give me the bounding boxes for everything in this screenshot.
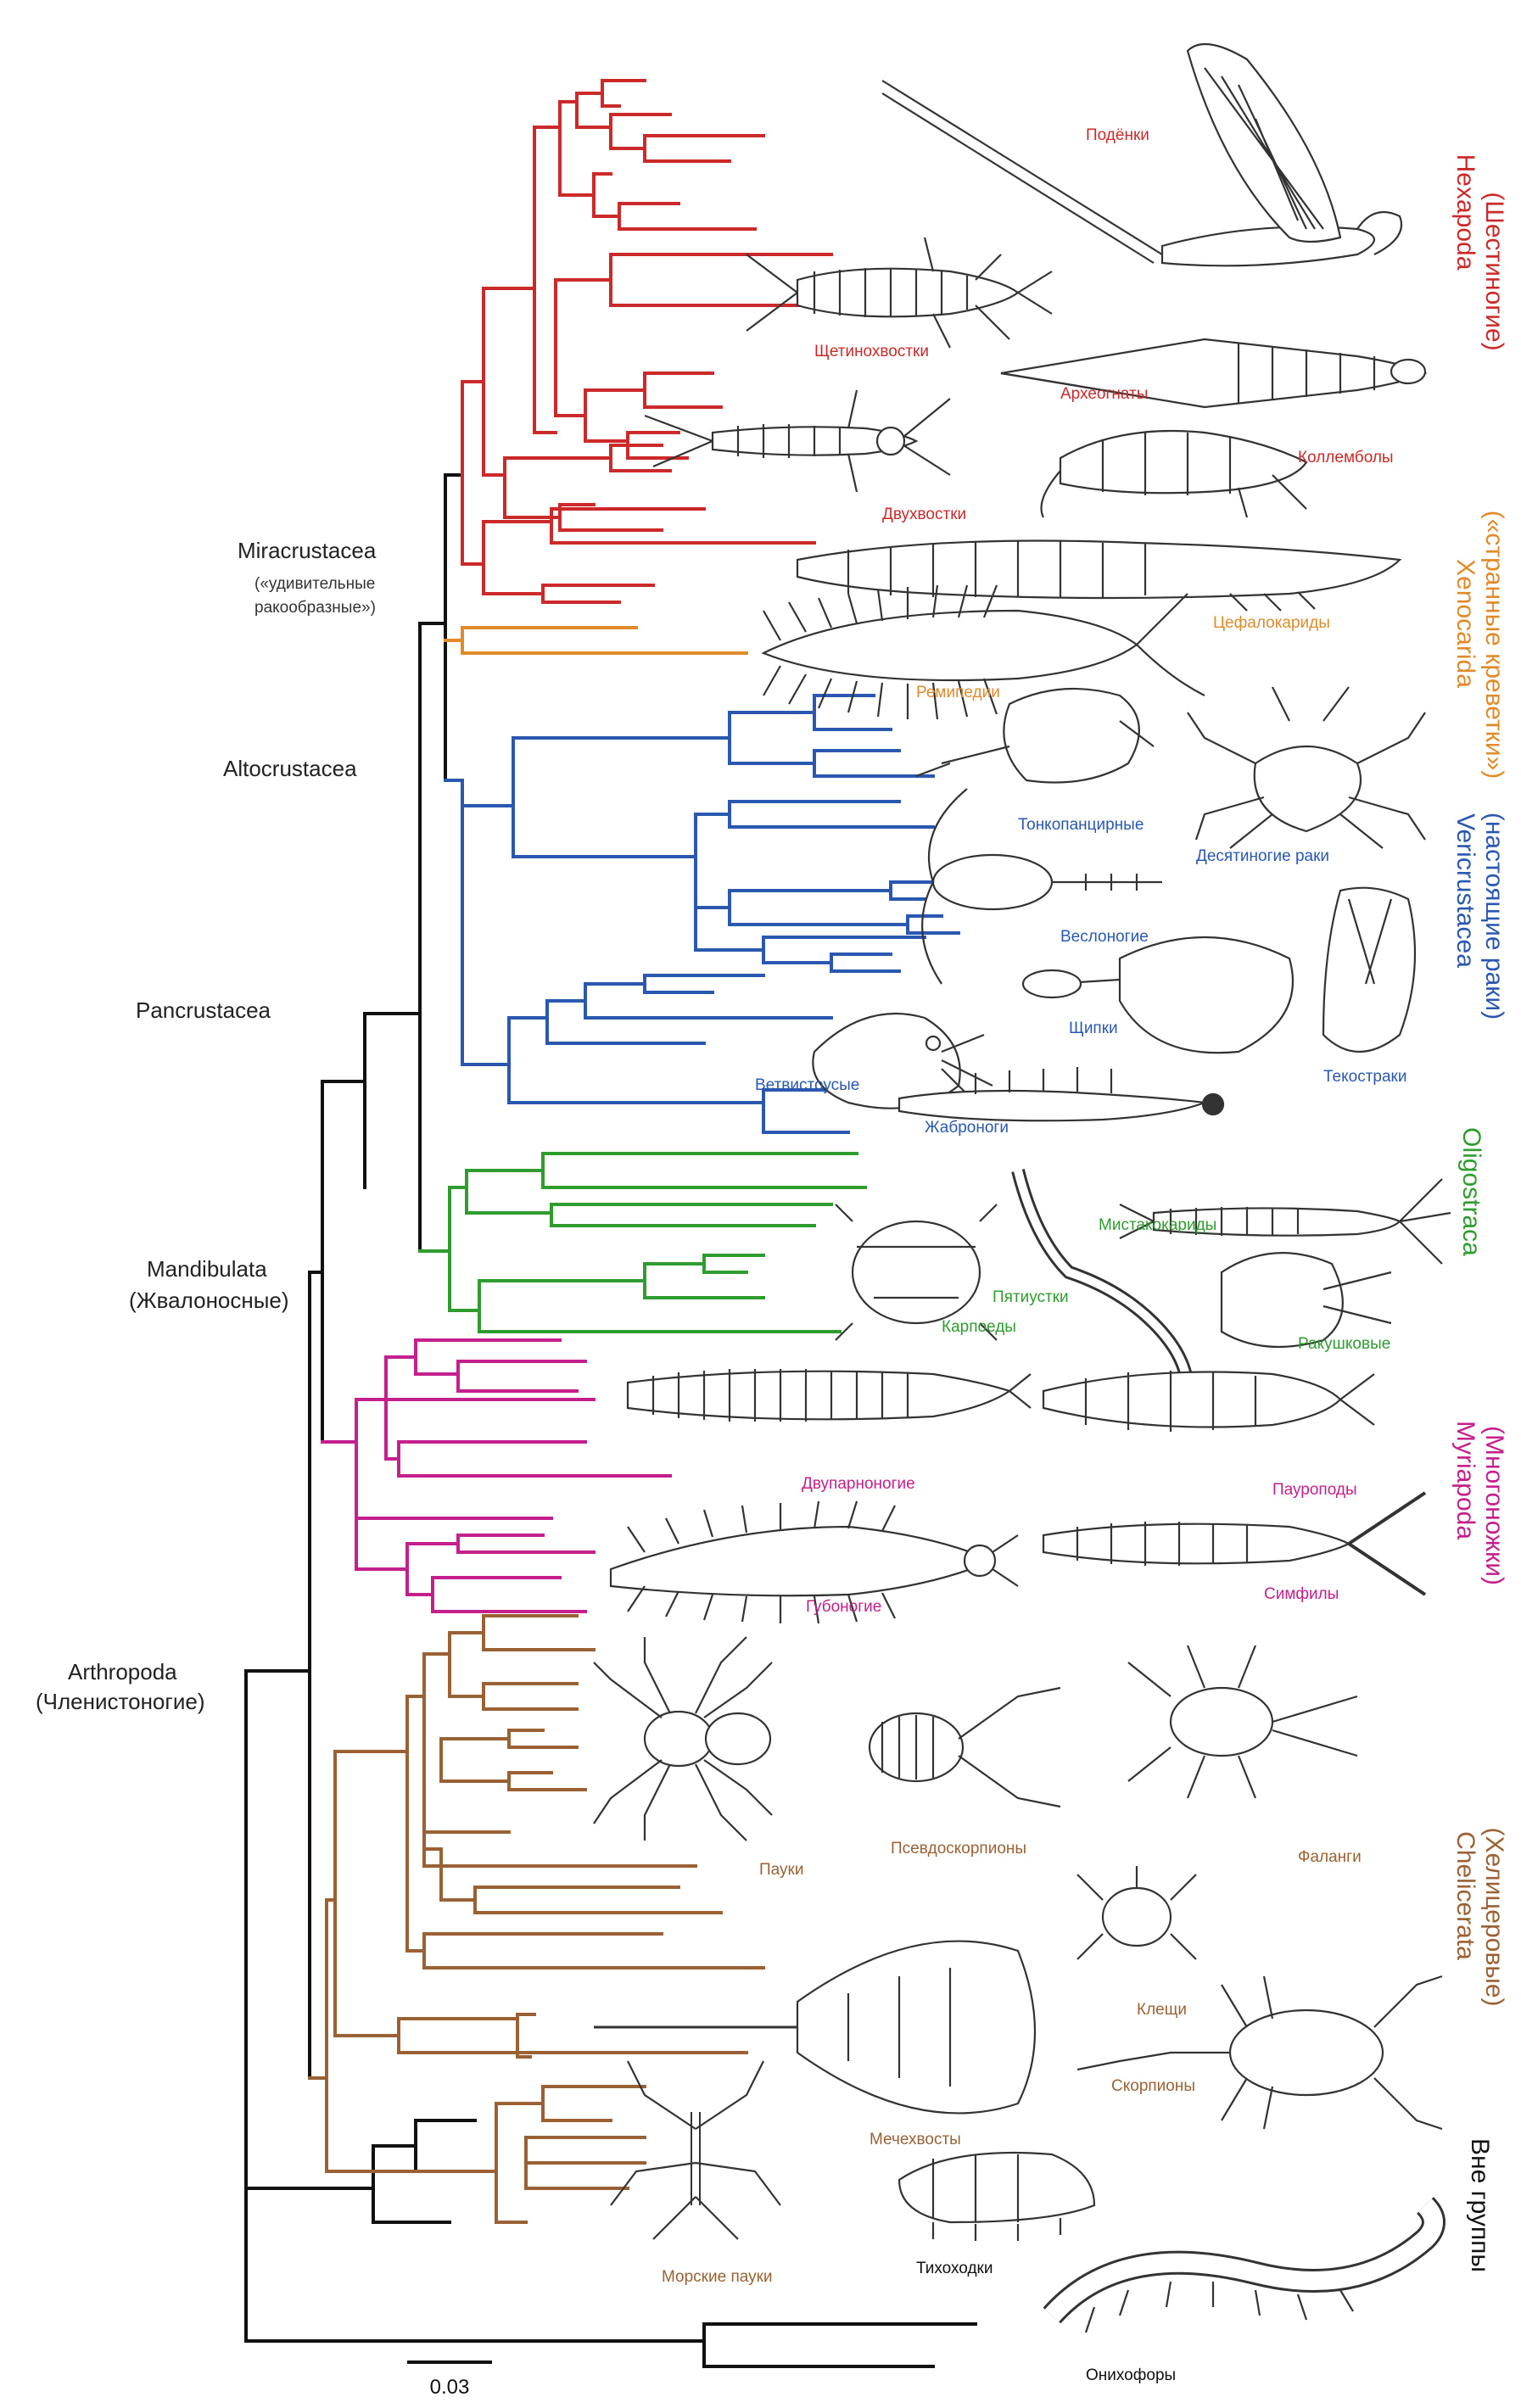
miracrustacea-sub1: («удивительные (254, 575, 375, 593)
tip-label-morskie-pauki: Морские пауки (662, 2268, 773, 2286)
miracrustacea-sub2: ракообразные») (254, 599, 376, 617)
tip-label-simfily: Симфилы (1264, 1585, 1339, 1603)
tip-label-onikhofory: Онихофоры (1086, 2366, 1176, 2384)
tip-label-shchipki: Щипки (1069, 1020, 1118, 1037)
araneae-illustration (594, 1637, 772, 1841)
mandibulata-sub: (Жвалоносные) (129, 1288, 289, 1313)
myriapoda-sub: (Многоножки) (1480, 1426, 1508, 1585)
xenocarida-sub: («странные креветки») (1480, 511, 1508, 779)
symphyla-illustration (1043, 1493, 1425, 1595)
tip-label-vetvistousye: Ветвистоусые (755, 1076, 859, 1094)
solifugae-illustration (1128, 1645, 1357, 1798)
tip-label-pauropody: Пауроподы (1272, 1481, 1357, 1499)
tip-label-dvukhvostki: Двухвостки (882, 506, 966, 523)
myriapoda-label: Myriapoda (1451, 1421, 1479, 1539)
chelicerata-label: Chelicerata (1451, 1831, 1479, 1960)
tip-label-dvuparnonogie: Двупарноногие (802, 1475, 915, 1493)
tip-label-mistakokaridy: Мистакокариды (1099, 1216, 1216, 1234)
mandibulata-label: Mandibulata (147, 1256, 267, 1282)
outgroups-label: Вне группы (1466, 2138, 1494, 2272)
clade-labels: Hexapoda (Шестиногие) Xenocarida («стран… (1451, 154, 1508, 2272)
tip-label-pyatiustki: Пятиустки (993, 1288, 1069, 1306)
tip-label-kollembolly: Коллемболы (1298, 449, 1394, 467)
collembola-illustration (1042, 431, 1307, 517)
arthropoda-sub: (Членистоногие) (36, 1689, 205, 1714)
pauropoda-illustration (1043, 1371, 1374, 1432)
pseudoscorpiones-illustration (870, 1688, 1060, 1807)
pentastomida-illustration (1018, 1170, 1188, 1391)
tip-label-shchetinokhvostki: Щетинохвостки (814, 343, 929, 360)
xenocarida-label: Xenocarida (1451, 559, 1479, 688)
onychophora-illustration (1052, 2205, 1434, 2333)
tardigrada-illustration (899, 2153, 1094, 2241)
chelicerata-sub: (Хелицеровые) (1480, 1827, 1508, 2006)
tip-label-remipedii: Ремипедии (916, 684, 1000, 701)
tip-label-gubonogie: Губоногие (806, 1598, 881, 1616)
thecostraca-illustration (1323, 888, 1415, 1052)
miracrustacea-label: Miracrustacea (238, 538, 377, 563)
tip-label-psevdoskorpiony: Псевдоскорпионы (891, 1840, 1026, 1858)
tip-label-falangi: Фаланги (1298, 1848, 1362, 1866)
tip-label-tikhokhodki: Тихоходки (916, 2260, 993, 2277)
hexapoda-branches (462, 81, 857, 602)
node-labels: Miracrustacea («удивительные ракообразны… (36, 538, 377, 1714)
tip-label-mechekhvosty: Мечехвосты (870, 2131, 961, 2148)
vericrustacea-sub: (настоящие раки) (1480, 813, 1508, 1020)
tip-label-podenki: Подёнки (1086, 126, 1149, 144)
tip-label-zhabronogi: Жаброноги (925, 1119, 1009, 1137)
tip-label-skorpiony: Скорпионы (1111, 2077, 1195, 2095)
pancrustacea-label: Pancrustacea (136, 997, 271, 1023)
hexapoda-sub: (Шестиногие) (1480, 192, 1508, 350)
tip-label-veslonogie: Веслоногие (1060, 928, 1149, 946)
mayfly-illustration (882, 44, 1401, 265)
decapoda-illustration (1188, 687, 1425, 848)
hexapoda-label: Hexapoda (1451, 154, 1479, 271)
scorpiones-illustration (1077, 1976, 1442, 2129)
tip-label-tekostrani: Текостраки (1323, 1068, 1406, 1086)
arthropoda-label: Arthropoda (68, 1659, 177, 1684)
oligostraca-branches (420, 1154, 865, 1332)
tip-label-desyatinogie: Десятиногие раки (1196, 847, 1329, 865)
tip-label-rakushkovye: Ракушковые (1298, 1335, 1390, 1353)
tip-label-arkheognaty: Археогнаты (1060, 385, 1148, 403)
acari-illustration (1077, 1866, 1196, 1959)
oligostraca-label: Oligostraca (1457, 1127, 1485, 1256)
xenocarida-branches (445, 628, 747, 653)
ostracoda-illustration (1222, 1253, 1391, 1347)
tip-label-tsefalokaridy: Цефалокариды (1213, 614, 1330, 632)
vericrustacea-label: Vericrustacea (1451, 813, 1479, 968)
cephalocarida-illustration (797, 541, 1400, 612)
diplopoda-illustration (628, 1369, 1031, 1422)
leptostraca-illustration (916, 689, 1154, 783)
scale-bar-label: 0.03 (430, 2376, 470, 2399)
scale-bar: 0.03 (407, 2362, 492, 2399)
tip-label-tonkopantsirnye: Тонкопанцирные (1018, 816, 1144, 834)
tip-label-karpoedy: Карпоеды (942, 1318, 1016, 1336)
altocrustacea-label: Altocrustacea (223, 756, 357, 781)
tip-label-pauki: Пауки (759, 1861, 803, 1879)
branchiura-illustration (1023, 937, 1293, 1053)
tip-label-kleshchi: Клещи (1137, 2001, 1187, 2019)
